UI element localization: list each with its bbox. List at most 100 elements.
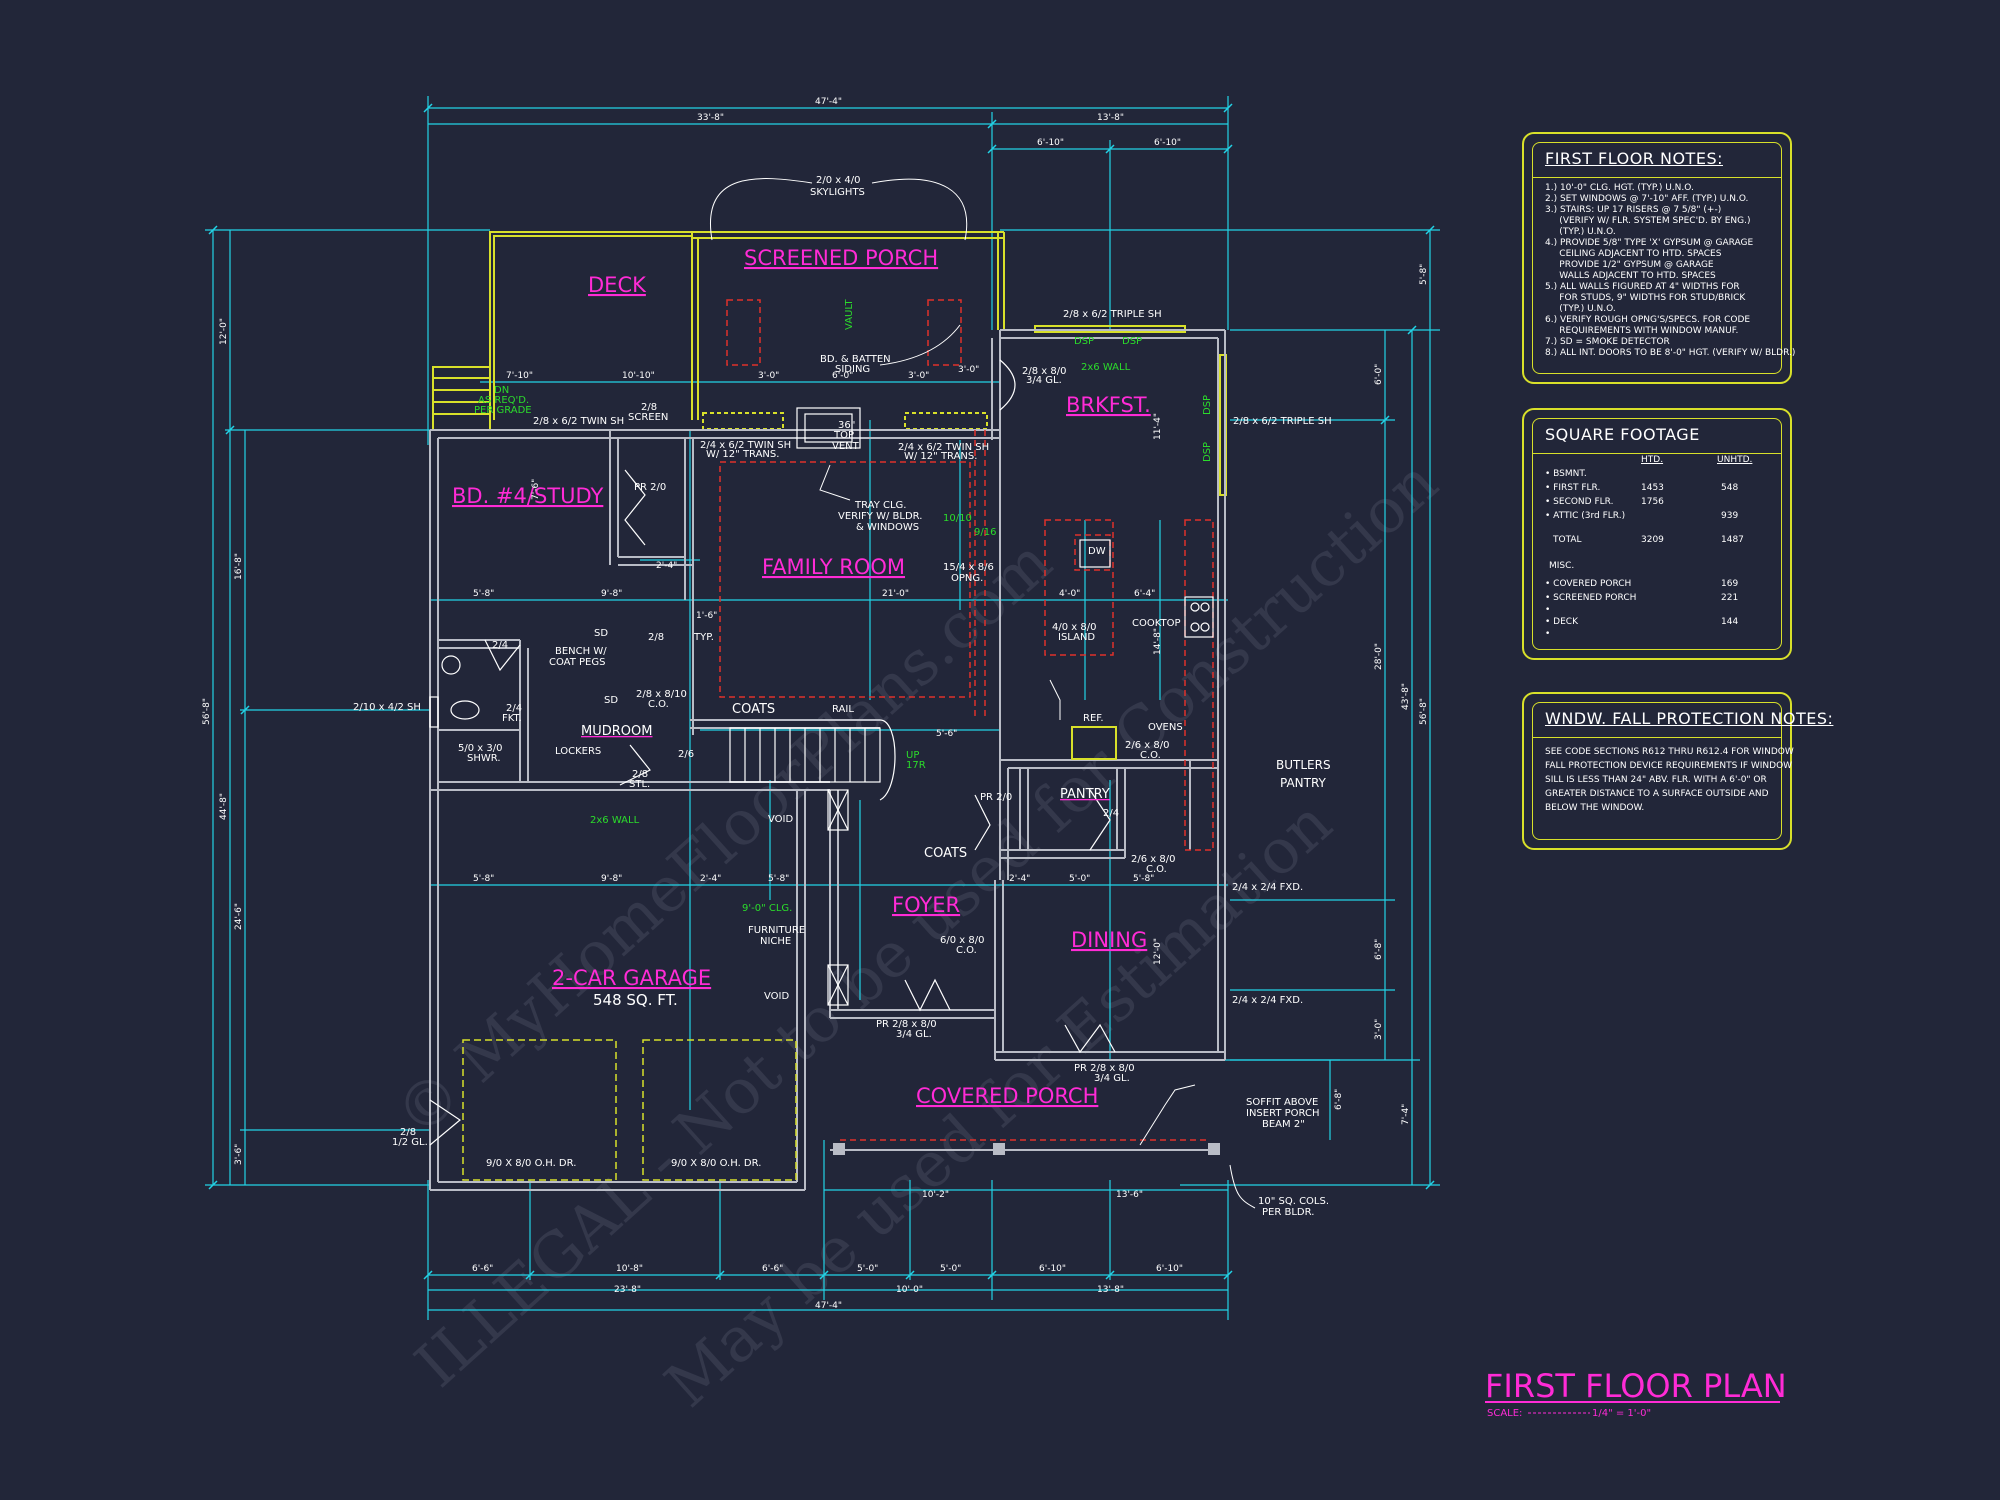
note-item: 4.) PROVIDE 5/8" TYPE 'X' GYPSUM @ GARAG… [1545,238,1754,248]
note-item: (VERIFY W/ FLR. SYSTEM SPEC'D. BY ENG.) [1545,216,1751,226]
dim-bot-d3: 6'-6" [762,1264,783,1274]
note-cols-2: PER BLDR. [1262,1207,1314,1218]
note-item: WALLS ADJACENT TO HTD. SPACES [1545,271,1716,281]
note-co-26b-1: 2/6 x 8/0 [1131,854,1175,865]
note-sh-2142: 2/10 x 4/2 SH [353,702,421,713]
note-lockers: LOCKERS [555,746,601,757]
dim-int-1: 7'-10" [506,371,533,381]
note-coats-1: COATS [732,702,775,717]
note-opng-1: 15/4 x 8/6 [943,562,994,573]
note-screen-1: 2/8 [641,402,657,413]
square-footage-inner: SQUARE FOOTAGE HTD. UNHTD. • BSMNT. • FI… [1532,418,1782,650]
note-item: 7.) SD = SMOKE DETECTOR [1545,337,1670,347]
note-item: 8.) ALL INT. DOORS TO BE 8'-0" HGT. (VER… [1545,348,1796,358]
note-stl-2: STL. [629,779,650,790]
dim-bot-right: 13'-8" [1097,1285,1124,1295]
room-label-garage: 2-CAR GARAGE [552,966,711,990]
note-bench-1: BENCH W/ [555,646,607,657]
dim-right-a: 43'-8" [1401,683,1411,710]
square-footage-title: SQUARE FOOTAGE [1545,425,1700,444]
note-shwr-2: SHWR. [467,753,501,764]
dim-right-f: 6'-8" [1374,939,1384,960]
dim-bot-c2: 13'-6" [1116,1190,1143,1200]
dim-int-19: 1'-6" [696,611,717,621]
note-coats-2: COATS [924,846,967,861]
note-skylights-2: SKYLIGHTS [810,187,865,198]
note-item: FOR STUDS, 9" WIDTHS FOR STUD/BRICK [1545,293,1746,303]
dim-int-10: 6'-4" [1134,589,1155,599]
dim-top-r1: 6'-10" [1037,138,1064,148]
dim-int-25: 14'-8" [1153,628,1163,655]
dim-right-h: 6'-8" [1334,1089,1344,1110]
note-stl-1: 2/8 [632,769,648,780]
note-dsp-3: DSP [1202,395,1213,415]
dim-int-12: 5'-8" [473,874,494,884]
note-opng-2: OPNG. [951,573,983,584]
note-dn-3: PER GRADE [474,405,532,416]
dim-int-13: 9'-8" [601,874,622,884]
note-triple-sh-top: 2/8 x 6/2 TRIPLE SH [1063,309,1162,320]
note-rail: RAIL [832,704,854,715]
note-void-1: VOID [768,814,793,825]
ceiling-dashed-lines [719,299,1214,1141]
green-annotations: DSP DSP DSP DSP 2x6 WALL VAULT DN AS REQ… [474,298,1213,914]
dim-left-e: 3'-6" [234,1144,244,1165]
sf-row-misc: MISC. [1549,561,1575,571]
dim-right-e: 6'-0" [1374,364,1384,385]
dim-bot-d4: 5'-0" [857,1264,878,1274]
note-2x6-wall-1: 2x6 WALL [1081,362,1131,373]
dim-right-overall: 56'-8" [1419,698,1429,725]
dim-int-2: 10'-10" [622,371,655,381]
first-floor-notes-list: 1.) 10'-0" CLG. HGT. (TYP.) U.N.O. 2.) S… [1545,183,1796,359]
note-item: CEILING ADJACENT TO HTD. SPACES [1545,249,1722,259]
fall-protection-panel: WNDW. FALL PROTECTION NOTES: SEE CODE SE… [1522,692,1833,850]
room-label-foyer: FOYER [892,893,960,917]
dim-int-24: 12'-0" [1153,938,1163,965]
note-top-vent-3: VENT [832,441,860,452]
dim-int-23: 11'-4" [1153,413,1163,440]
note-typ: TYP. [693,632,714,643]
sf-col-unhtd: UNHTD. [1717,455,1753,465]
fall-protection-list: SEE CODE SECTIONS R612 THRU R612.4 FOR W… [1545,745,1794,815]
room-label-brkfst: BRKFST. [1066,393,1151,417]
note-ref: REF. [1083,713,1104,724]
note-up: UP [906,750,919,761]
dim-left-b: 44'-8" [219,793,229,820]
porch-columns [833,1143,1220,1155]
note-d26: 2/6 [678,749,694,760]
note-item: 2.) SET WINDOWS @ 7'-10" AFF. (TYP.) U.N… [1545,194,1749,204]
dim-left-c: 16'-8" [234,553,244,580]
note-item: SEE CODE SECTIONS R612 THRU R612.4 FOR W… [1545,747,1794,757]
dim-bot-left: 23'-8" [614,1285,641,1295]
note-gar-side-2: 1/2 GL. [392,1137,428,1148]
note-item: FALL PROTECTION DEVICE REQUIREMENTS IF W… [1545,761,1793,771]
room-label-covered-porch: COVERED PORCH [916,1084,1098,1108]
note-pr28b-2: 3/4 GL. [1094,1073,1130,1084]
dim-right-g: 3'-0" [1374,1019,1384,1040]
note-top-vent-1: 36" [838,420,855,431]
note-batten-1: BD. & BATTEN [820,354,891,365]
room-label-pantry: PANTRY [1060,787,1110,802]
room-label-family-room: FAMILY ROOM [762,555,905,579]
dim-int-7: 5'-8" [473,589,494,599]
square-footage-header: HTD. UNHTD. [1545,455,1773,467]
dim-right-b: 5'-8" [1419,264,1429,285]
note-co-26-1: 2/6 x 8/0 [1125,740,1169,751]
dim-int-4: 6'-0" [832,371,853,381]
note-item: 3.) STAIRS: UP 17 RISERS @ 7 5/8" (+-) [1545,205,1722,215]
square-footage-panel: SQUARE FOOTAGE HTD. UNHTD. • BSMNT. • FI… [1522,408,1792,660]
note-bench-2: COAT PEGS [549,657,605,668]
note-fkt-1: 2/4 [506,703,522,714]
sf-col-htd: HTD. [1641,455,1664,465]
sf-row: • [1545,605,1551,615]
note-pr28-1: PR 2/8 x 8/0 [876,1019,937,1030]
dim-int-11: 4'-0" [1059,589,1080,599]
fall-protection-divider [1533,737,1781,738]
room-label-dining: DINING [1071,928,1147,952]
dim-bot-d7: 6'-10" [1156,1264,1183,1274]
